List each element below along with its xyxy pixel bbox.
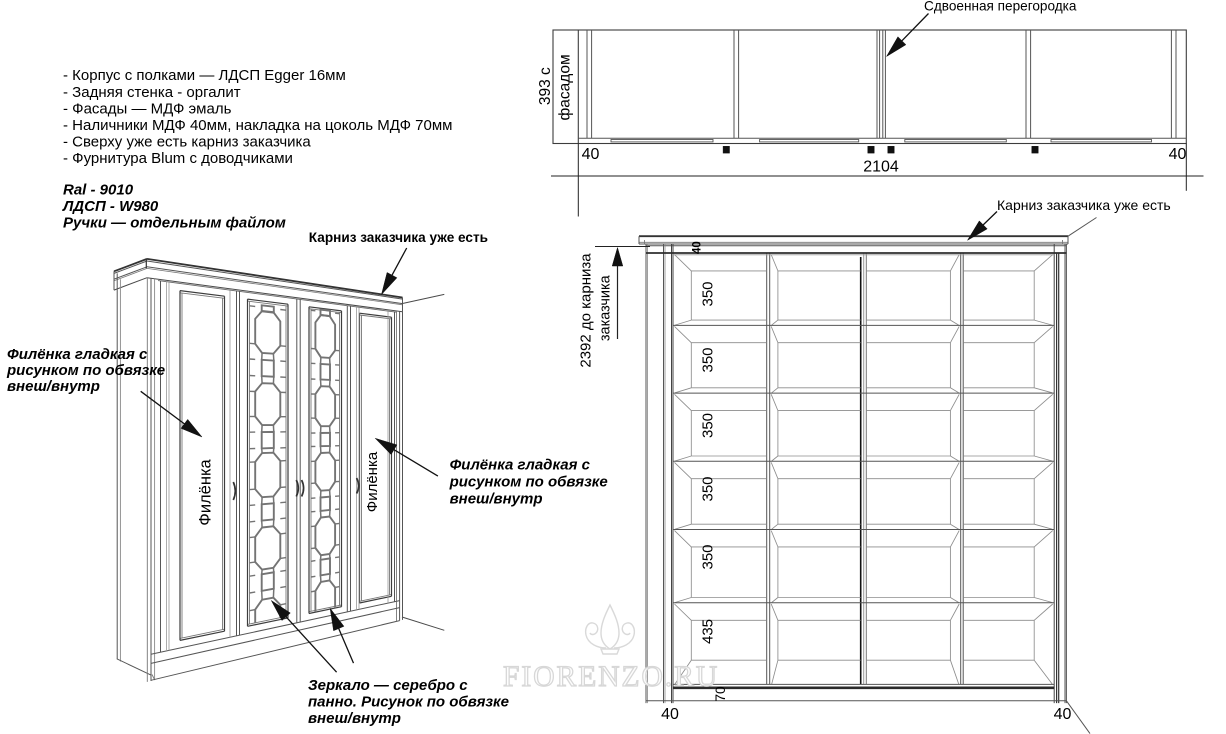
svg-text:Ral - 9010: Ral - 9010: [63, 182, 134, 199]
svg-text:- Корпус с полками — ЛДСП Egge: - Корпус с полками — ЛДСП Egger 16мм: [63, 67, 346, 84]
svg-text:внеш/внутр: внеш/внутр: [308, 710, 401, 727]
svg-text:рисунком по обвязке: рисунком по обвязке: [449, 473, 608, 490]
svg-text:350: 350: [700, 544, 717, 569]
svg-text:рисунком по обвязке: рисунком по обвязке: [6, 362, 165, 379]
svg-text:2392 до карниза: 2392 до карниза: [578, 253, 595, 368]
svg-text:панно. Рисунок по обвязке: панно. Рисунок по обвязке: [308, 694, 509, 711]
svg-text:Ручки — отдельным файлом: Ручки — отдельным файлом: [63, 214, 286, 231]
svg-text:350: 350: [700, 281, 717, 306]
svg-text:внеш/внутр: внеш/внутр: [7, 378, 100, 395]
svg-text:Карниз заказчика уже есть: Карниз заказчика уже есть: [309, 230, 488, 245]
svg-text:40: 40: [692, 241, 704, 254]
svg-text:заказчика: заказчика: [598, 274, 614, 341]
svg-text:- Наличники МДФ 40мм, накладка: - Наличники МДФ 40мм, накладка на цоколь…: [63, 117, 452, 134]
svg-text:- Фасады — МДФ эмаль: - Фасады — МДФ эмаль: [63, 100, 232, 117]
svg-text:- Задняя стенка - оргалит: - Задняя стенка - оргалит: [63, 84, 241, 101]
svg-text:- Сверху уже есть карниз заказ: - Сверху уже есть карниз заказчика: [63, 134, 311, 151]
svg-text:393 с: 393 с: [537, 67, 554, 105]
svg-text:Филёнка: Филёнка: [197, 458, 215, 525]
svg-text:350: 350: [700, 476, 717, 501]
svg-text:Зеркало — серебро с: Зеркало — серебро с: [308, 677, 468, 694]
svg-text:Филёнка гладкая с: Филёнка гладкая с: [450, 456, 591, 473]
svg-text:Карниз заказчика уже есть: Карниз заказчика уже есть: [997, 197, 1171, 213]
svg-text:40: 40: [661, 706, 679, 723]
svg-text:350: 350: [700, 413, 717, 438]
svg-text:FIORENZO.RU: FIORENZO.RU: [503, 661, 719, 693]
svg-text:40: 40: [582, 146, 600, 163]
svg-text:Филёнка: Филёнка: [364, 451, 381, 512]
svg-text:Сдвоенная перегородка: Сдвоенная перегородка: [924, 0, 1077, 14]
svg-text:Филёнка гладкая с: Филёнка гладкая с: [7, 346, 148, 363]
svg-text:350: 350: [700, 347, 717, 372]
svg-text:- Фурнитура Blum с доводчиками: - Фурнитура Blum с доводчиками: [63, 150, 293, 167]
svg-text:фасадом: фасадом: [557, 54, 574, 120]
svg-text:40: 40: [1054, 706, 1072, 723]
svg-text:внеш/внутр: внеш/внутр: [450, 491, 543, 508]
svg-text:435: 435: [700, 619, 717, 644]
svg-text:2104: 2104: [863, 159, 899, 176]
svg-text:ЛДСП - W980: ЛДСП - W980: [62, 198, 159, 215]
svg-text:40: 40: [1169, 146, 1187, 163]
svg-text:70: 70: [712, 686, 728, 702]
